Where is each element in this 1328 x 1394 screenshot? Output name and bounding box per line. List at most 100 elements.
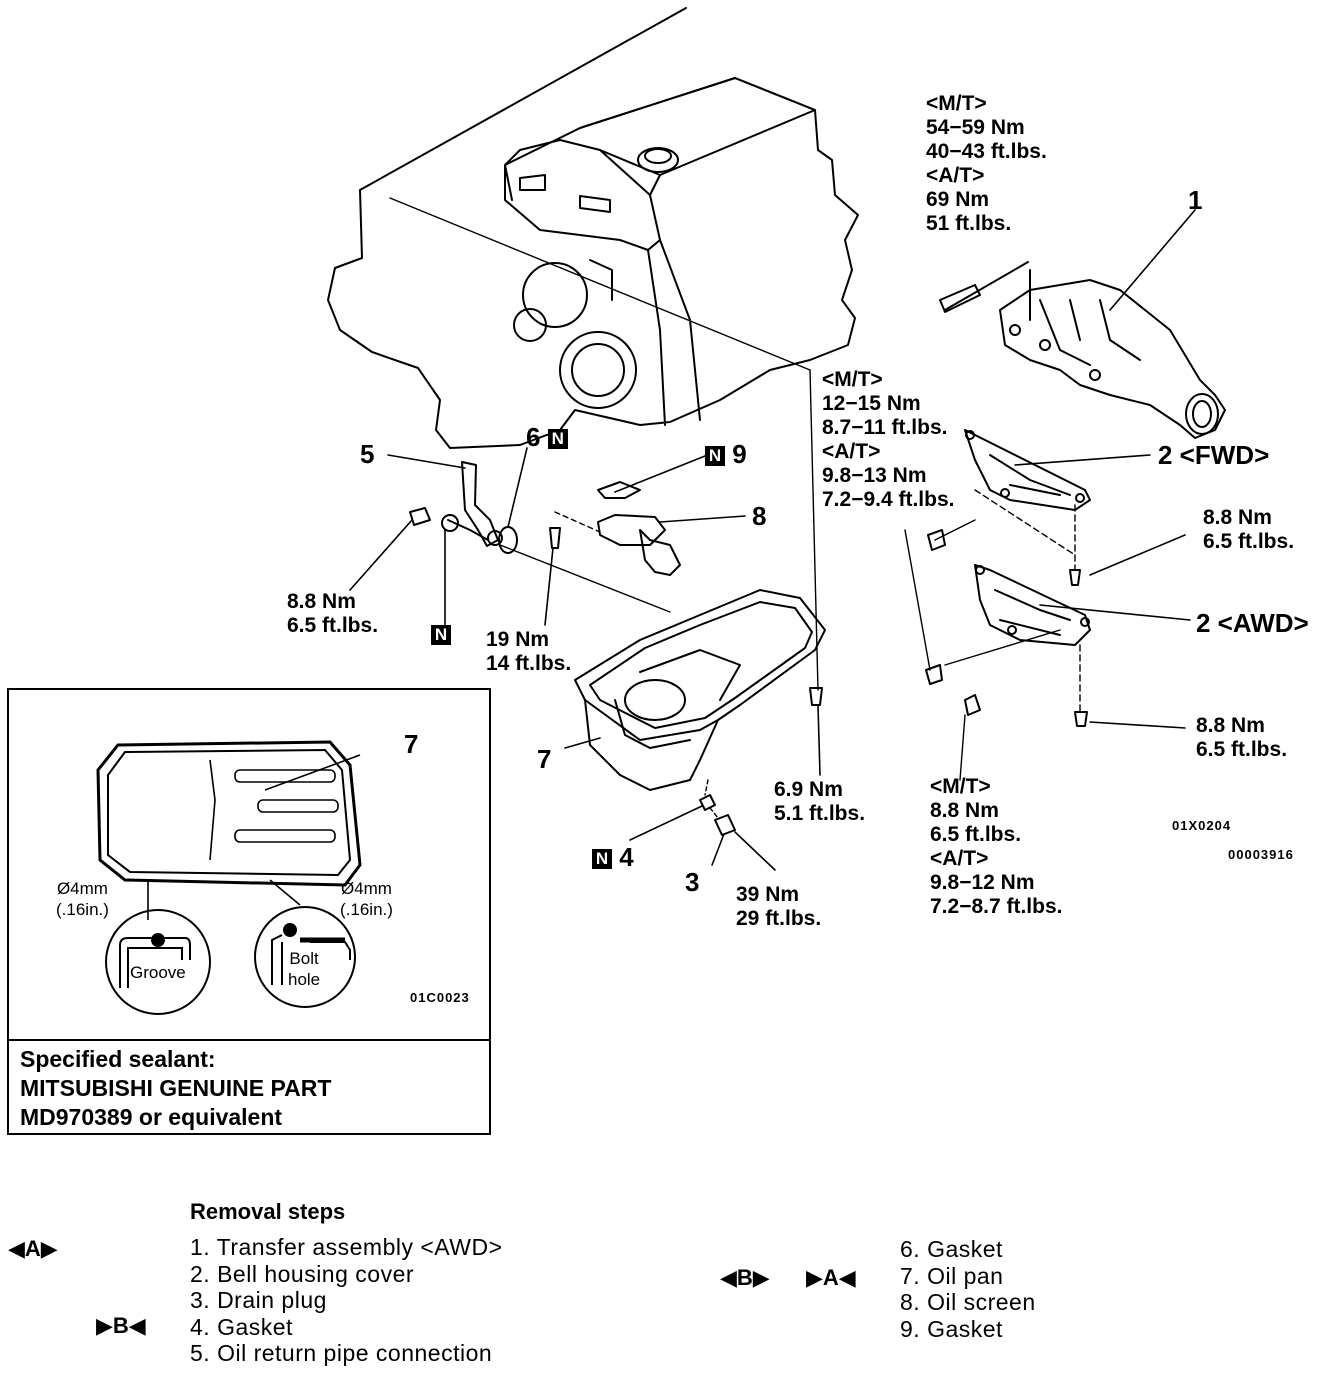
torque-nm: 8.8 Nm [287,590,356,613]
part-label-2-awd: 2 <AWD> [1196,608,1309,638]
part-label-4: N 4 [592,843,634,871]
mt-tag: <M/T> [926,92,987,115]
document-id: 00003916 [1228,847,1294,862]
transfer-torque-callout: <M/T> 54−59 Nm 40−43 ft.lbs. <A/T> 69 Nm… [926,92,1047,236]
bead-diameter: Ø4mm [56,879,108,898]
sealant-heading: Specified sealant: [20,1046,216,1072]
sealant-part-number: MD970389 or equivalent [20,1104,283,1130]
fwd-cover-torque-callout: 8.8 Nm 6.5 ft.lbs. [1203,506,1294,554]
awd-cover-torque-callout: 8.8 Nm 6.5 ft.lbs. [1196,714,1287,762]
at-torque-nm: 9.8−13 Nm [822,464,927,487]
bead-diameter: Ø4mm [340,879,392,898]
sealant-inset [7,688,491,1135]
hole-word: hole [288,970,321,989]
mt-torque-ftlbs: 40−43 ft.lbs. [926,140,1047,163]
new-part-badge: N [431,625,451,645]
at-torque-ftlbs: 51 ft.lbs. [926,212,1012,235]
torque-ftlbs: 5.1 ft.lbs. [774,802,866,825]
torque-ftlbs: 6.5 ft.lbs. [287,614,379,637]
torque-nm: 19 Nm [486,628,550,651]
removal-step: 9. Gasket [900,1315,1003,1342]
removal-step: 1. Transfer assembly <AWD> [190,1234,503,1260]
transfer-assembly [939,261,1226,439]
removal-step: 7. Oil pan [900,1262,1004,1289]
part-number: 4 [619,842,634,872]
removal-step: 4. Gasket [190,1313,293,1340]
inset-figure-code: 01C0023 [410,990,470,1005]
inset-part-label-7: 7 [404,729,419,759]
mt-torque-nm: 8.8 Nm [930,799,999,822]
new-part-badge: N [592,849,612,870]
groove-label: Groove [130,963,186,982]
pan-bolt-torque-callout: 6.9 Nm 5.1 ft.lbs. [774,778,865,826]
at-tag: <A/T> [822,440,881,463]
torque-nm: 39 Nm [736,883,800,906]
bead-diameter-inch: (.16in.) [340,900,393,919]
removal-step: 3. Drain plug [190,1287,327,1313]
right-bead-spec: Ø4mm (.16in.) [340,878,393,920]
torque-nm: 8.8 Nm [1203,506,1272,529]
removal-step: 8. Oil screen [900,1289,1036,1315]
mt-torque-nm: 12−15 Nm [822,392,921,415]
oil-return-pipe [441,461,503,547]
bolt-word: Bolt [289,949,319,968]
bell-housing-cover-fwd [964,429,1091,511]
torque-ftlbs: 6.5 ft.lbs. [1203,530,1295,553]
left-bead-spec: Ø4mm (.16in.) [56,878,109,920]
oil-pan-7 [574,589,826,791]
oil-screen-8 [597,514,681,576]
part-label-5: 5 [360,439,375,469]
removal-steps-list-left: 1. Transfer assembly <AWD> 2. Bell housi… [190,1234,503,1367]
part-number: 6 [526,422,541,452]
removal-step: 6. Gasket [900,1236,1003,1262]
bell-housing-cover-awd [974,564,1091,646]
torque-ftlbs: 14 ft.lbs. [486,652,572,675]
engine-block [327,7,859,449]
new-part-badge: N [547,429,568,450]
sealant-brand: MITSUBISHI GENUINE PART [20,1075,332,1101]
torque-ftlbs: 29 ft.lbs. [736,907,822,930]
part-label-1: 1 [1188,185,1203,215]
removal-step: 2. Bell housing cover [190,1260,415,1287]
gasket-9 [597,481,641,499]
at-torque-nm: 69 Nm [926,188,990,211]
bead-diameter-inch: (.16in.) [56,900,109,919]
part-label-7: 7 [537,744,552,774]
part-label-2-fwd: 2 <FWD> [1158,440,1270,470]
mt-torque-nm: 54−59 Nm [926,116,1025,139]
drain-torque-callout: 39 Nm 29 ft.lbs. [736,883,821,931]
torque-nm: 6.9 Nm [774,778,843,801]
sealant-spec: Specified sealant: MITSUBISHI GENUINE PA… [20,1045,331,1132]
screen-torque-callout: 19 Nm 14 ft.lbs. [486,628,571,676]
lower-torque-callout: <M/T> 8.8 Nm 6.5 ft.lbs. <A/T> 9.8−12 Nm… [930,775,1062,919]
mt-torque-ftlbs: 8.7−11 ft.lbs. [822,416,948,439]
part-label-9: N 9 [705,440,747,468]
bolt-hole-label: Bolt hole [288,948,320,990]
removal-steps-list-right: 6. Gasket 7. Oil pan 8. Oil screen 9. Ga… [900,1236,1036,1342]
removal-step: 5. Oil return pipe connection [190,1340,493,1366]
return-pipe-torque-callout: 8.8 Nm 6.5 ft.lbs. [287,590,378,638]
service-marker-b: ▶B◀ [96,1313,146,1338]
at-tag: <A/T> [930,847,989,870]
service-marker-a: ◀A▶ [8,1236,58,1261]
at-torque-ftlbs: 7.2−9.4 ft.lbs. [822,488,955,511]
part-label-8: 8 [752,501,767,531]
torque-ftlbs: 6.5 ft.lbs. [1196,738,1288,761]
mt-tag: <M/T> [822,368,883,391]
part-number: 9 [732,439,747,469]
part-label-6: 6 N [526,423,568,451]
bell-upper-torque-callout: <M/T> 12−15 Nm 8.7−11 ft.lbs. <A/T> 9.8−… [822,368,954,512]
at-tag: <A/T> [926,164,985,187]
new-part-badge: N [705,446,725,467]
removal-steps-title: Removal steps [190,1199,346,1224]
part-label-3: 3 [685,867,700,897]
torque-nm: 8.8 Nm [1196,714,1265,737]
figure-code: 01X0204 [1172,818,1232,833]
service-marker-b-oil-pan: ◀B▶ [720,1265,770,1290]
mt-tag: <M/T> [930,775,991,798]
service-marker-a-oil-pan: ▶A◀ [806,1265,856,1290]
new-part-badge-return-pipe: N [431,625,451,645]
mt-torque-ftlbs: 6.5 ft.lbs. [930,823,1022,846]
at-torque-nm: 9.8−12 Nm [930,871,1035,894]
